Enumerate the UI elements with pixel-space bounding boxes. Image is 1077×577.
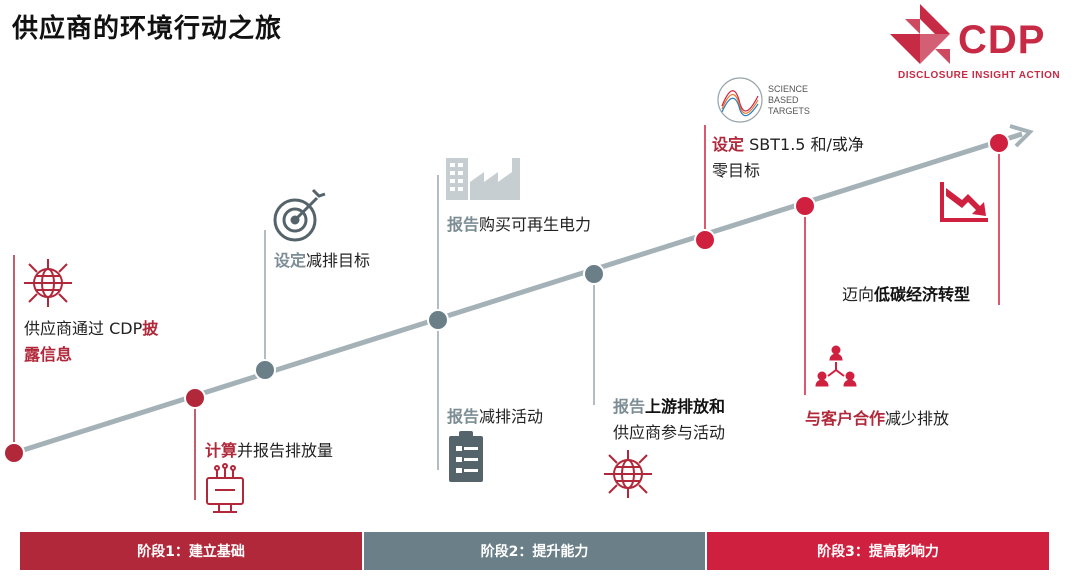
science-based-targets-icon (717, 77, 763, 123)
milestone-4 (427, 309, 449, 331)
factory-icon (446, 158, 520, 200)
computer-network-icon (206, 463, 244, 513)
milestone-8 (988, 132, 1010, 154)
timeline-arrow (13, 131, 1023, 456)
globe-icon (24, 259, 72, 307)
step-label-2: 计算并报告排放量 (205, 441, 334, 460)
cdp-logo-mark (890, 4, 950, 64)
globe-icon-2 (604, 450, 652, 498)
milestone-2 (184, 387, 206, 409)
milestone-6 (694, 229, 716, 251)
step-label-6: 报告上游排放和 供应商参与活动 (613, 397, 726, 442)
phase-bar-2: 阶段2：提升能力 (364, 532, 705, 570)
logo-wordmark: CDP (958, 18, 1046, 62)
declining-chart-icon (940, 182, 988, 222)
target-icon (273, 188, 326, 242)
step-label-4: 报告减排活动 (447, 407, 544, 426)
clipboard-checklist-icon (449, 431, 483, 482)
step-label-8: 与客户合作减少排放 (805, 409, 950, 428)
step-label-5: 报告购买可再生电力 (447, 215, 592, 234)
step-label-9: 迈向低碳经济转型 (842, 285, 971, 304)
people-network-icon (815, 345, 857, 387)
step-label-7: 设定 SBT1.5 和/或净 零目标 (712, 135, 864, 180)
phase-bar-3: 阶段3：提高影响力 (707, 532, 1049, 570)
phase-bar-1: 阶段1：建立基础 (20, 532, 362, 570)
page-title: 供应商的环境行动之旅 (12, 14, 283, 44)
milestone-1 (3, 442, 25, 464)
step-label-3: 设定减排目标 (274, 251, 371, 270)
milestone-3 (254, 359, 276, 381)
milestone-7 (794, 195, 816, 217)
step-label-1: 供应商通过 CDP披 露信息 (24, 319, 159, 364)
logo-tagline: DISCLOSURE INSIGHT ACTION (898, 70, 1061, 81)
arrow-head (1009, 124, 1034, 148)
milestone-5 (583, 263, 605, 285)
sbti-wordmark: SCIENCE BASED TARGETS (768, 84, 810, 116)
